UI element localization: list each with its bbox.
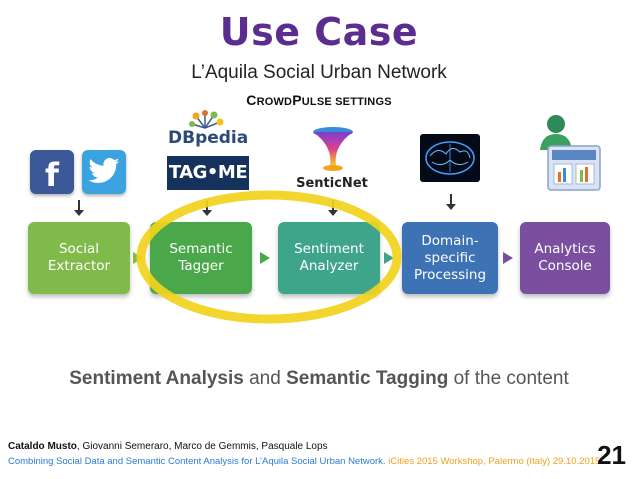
arrow-down-domain bbox=[446, 194, 456, 210]
facebook-icon: f bbox=[30, 150, 74, 194]
box-line1: Domain- bbox=[421, 232, 479, 249]
arrow-right-2 bbox=[260, 252, 270, 264]
slide-caption: Sentiment Analysis and Semantic Tagging … bbox=[0, 368, 638, 390]
tagme-logo: TAG•ME bbox=[167, 156, 249, 190]
box-line1: Analytics bbox=[534, 241, 596, 257]
box-line1: Sentiment bbox=[294, 241, 364, 257]
caption-bold-2: Semantic Tagging bbox=[286, 368, 449, 389]
box-line2: Extractor bbox=[47, 258, 111, 274]
box-line2: Tagger bbox=[178, 258, 224, 274]
analytics-user-icon bbox=[534, 110, 606, 202]
box-line1: Semantic bbox=[169, 241, 233, 257]
footer-paper-title: Combining Social Data and Semantic Conte… bbox=[8, 456, 386, 467]
senticnet-icon bbox=[308, 126, 358, 174]
page-number: 21 bbox=[597, 440, 626, 470]
settings-part1: C bbox=[246, 92, 257, 108]
brain-icon bbox=[420, 134, 480, 182]
brain-graphic-icon bbox=[425, 141, 475, 175]
arrow-down-social bbox=[74, 200, 84, 216]
box-line2: Analyzer bbox=[299, 258, 359, 274]
box-line2: Console bbox=[538, 258, 592, 274]
settings-part2: ROWD bbox=[256, 96, 293, 108]
facebook-glyph: f bbox=[45, 156, 59, 194]
slide-subtitle: L’Aquila Social Urban Network bbox=[191, 62, 447, 83]
settings-heading: CROWDPULSE SETTINGS bbox=[0, 92, 638, 108]
caption-end: of the content bbox=[448, 368, 569, 389]
slide-title: Use Case bbox=[219, 10, 419, 54]
analytics-screen-icon bbox=[540, 115, 601, 191]
caption-bold-1: Sentiment Analysis bbox=[69, 368, 244, 389]
footer-author-bold: Cataldo Musto bbox=[8, 441, 77, 452]
senticnet-funnel-icon bbox=[313, 127, 353, 171]
caption-mid: and bbox=[243, 368, 287, 389]
footer-authors-rest: , Giovanni Semeraro, Marco de Gemmis, Pa… bbox=[76, 441, 328, 452]
arrow-right-4 bbox=[503, 252, 513, 264]
arrow-right-3 bbox=[384, 252, 394, 264]
footer-venue: iCities 2015 Workshop, Palermo (Italy) 2… bbox=[385, 456, 601, 467]
twitter-bird-icon bbox=[88, 158, 120, 183]
highlight-circle bbox=[136, 190, 402, 324]
box-line1: Social bbox=[58, 241, 99, 257]
twitter-icon bbox=[82, 150, 126, 194]
settings-part3: P bbox=[292, 92, 302, 108]
senticnet-label: SenticNet bbox=[296, 176, 368, 191]
footer-reference: Combining Social Data and Semantic Conte… bbox=[8, 456, 600, 467]
box-line3: Processing bbox=[413, 266, 487, 283]
dbpedia-label: DBpedia bbox=[168, 128, 249, 148]
dbpedia-logo bbox=[170, 110, 240, 150]
box-line2: specific bbox=[424, 249, 476, 266]
dbpedia-network-icon bbox=[189, 110, 224, 129]
settings-part4: ULSE SETTINGS bbox=[301, 96, 392, 108]
footer-authors: Cataldo Musto, Giovanni Semeraro, Marco … bbox=[8, 441, 328, 452]
